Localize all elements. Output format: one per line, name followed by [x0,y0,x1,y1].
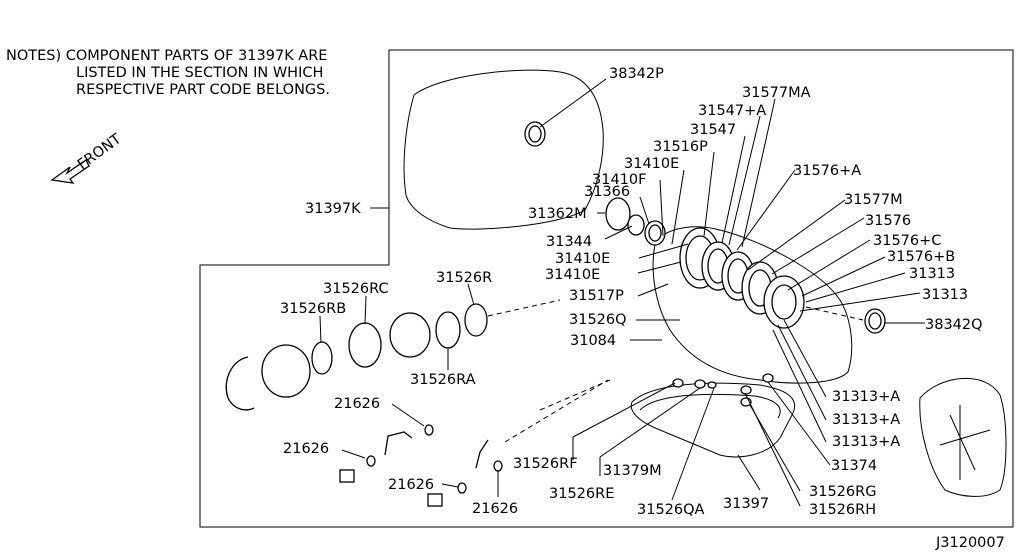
diagram-frame [199,49,1014,528]
callout-31576a: 31576+A [793,163,861,179]
callout-31313a-3: 31313+A [832,434,900,450]
callout-31547: 31547 [690,122,736,138]
side-cover [919,377,1007,497]
callout-31313a-2: 31313+A [832,412,900,428]
callout-31526ra: 31526RA [410,372,476,388]
callout-31576: 31576 [865,213,911,229]
bolt-right [427,493,443,507]
callout-31344: 31344 [546,234,592,250]
callout-31526re: 31526RE [549,486,614,502]
notes-line-2: LISTED IN THE SECTION IN WHICH [76,65,323,81]
callout-31547a: 31547+A [698,103,766,119]
callout-31410e-low: 31410E [545,267,600,283]
callout-31410e-mid: 31410E [555,251,610,267]
callout-21626-d: 21626 [472,501,518,517]
front-arrow-icon: FRONT [50,131,125,184]
callout-31576c: 31576+C [873,233,941,249]
callout-31313a-1: 31313+A [832,389,900,405]
transmission-case-outline [403,69,604,230]
callout-31516p: 31516P [653,139,708,155]
accumulator-parts [225,303,488,411]
figure-code: J3120007 [935,535,1005,551]
callout-31397: 31397 [723,496,769,512]
notes-line-3: RESPECTIVE PART CODE BELONGS. [76,82,330,98]
seal-31526rb [311,341,333,375]
callout-31577m: 31577M [844,192,903,208]
callout-31526rf: 31526RF [513,456,578,472]
callout-31577ma: 31577MA [742,85,811,101]
callout-31362m: 31362M [528,206,587,222]
lower-case-outline [652,226,853,384]
part-31344 [627,214,645,236]
piston-large [261,344,311,398]
piston-small [389,312,431,358]
callout-labels: 38342P 31577MA 31547+A 31547 31516P 3141… [280,66,983,518]
callout-31526q: 31526Q [569,312,627,328]
seal-31526rc [348,322,382,368]
callout-21626-a: 21626 [334,396,380,412]
seal-31526ra [435,311,461,349]
callout-31526r: 31526R [436,270,492,286]
callout-31084: 31084 [570,333,616,349]
bolts-and-tubes [339,424,503,507]
callout-38342q: 38342Q [925,317,983,333]
callout-31517p: 31517P [569,288,624,304]
callout-31313-a: 31313 [909,266,955,282]
part-31362m [605,197,631,231]
callout-31526rg: 31526RG [809,484,876,500]
callout-31397k: 31397K [305,201,361,217]
callout-31526qa: 31526QA [637,502,705,518]
tube-right [475,439,489,469]
pan-small-parts [672,373,774,407]
callout-31526rc: 31526RC [323,281,389,297]
callout-31374: 31374 [831,458,877,474]
callout-31379m: 31379M [603,463,662,479]
seal-38342p [524,121,546,147]
callout-21626-c: 21626 [388,477,434,493]
clutch-pack [605,197,886,334]
callout-31313-b: 31313 [922,287,968,303]
assembly-dashed-lines [487,299,864,443]
seal-31526r [464,303,488,337]
part-31313 [763,275,805,329]
seal-38342q [864,308,886,334]
tube-left [384,431,413,456]
notes-line-1: NOTES) COMPONENT PARTS OF 31397K ARE [6,48,327,64]
callout-38342p: 38342P [609,66,664,82]
callout-21626-b: 21626 [283,441,329,457]
notes-block: NOTES) COMPONENT PARTS OF 31397K ARE LIS… [6,48,330,98]
callout-31410e-top: 31410E [624,156,679,172]
callout-31526rh: 31526RH [809,502,876,518]
callout-31576b: 31576+B [887,249,955,265]
part-31366 [644,220,666,246]
callout-31526rb: 31526RB [280,301,346,317]
callout-31410f: 31410F [592,172,646,188]
front-label: FRONT [75,131,125,173]
bolt-left [339,469,355,483]
callout-31366: 31366 [584,184,630,200]
leader-lines [319,78,925,507]
snap-ring [225,356,255,411]
